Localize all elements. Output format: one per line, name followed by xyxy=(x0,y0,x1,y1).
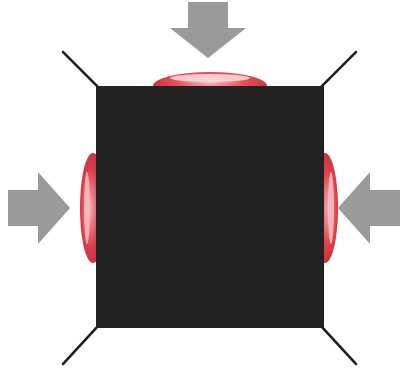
diagonal-line-bottom-left xyxy=(63,326,98,364)
compressed-block xyxy=(96,86,324,328)
bulge-right-highlight xyxy=(328,172,334,244)
diagonal-line-top-right xyxy=(321,52,356,87)
diagonal-line-bottom-right xyxy=(321,326,356,364)
bulge-left-highlight xyxy=(84,172,90,244)
arrow-down-icon xyxy=(170,2,246,58)
bulge-top-highlight xyxy=(170,74,250,82)
arrow-right-icon xyxy=(8,172,70,244)
diagonal-line-top-left xyxy=(63,52,98,87)
arrow-left-icon xyxy=(338,172,400,244)
